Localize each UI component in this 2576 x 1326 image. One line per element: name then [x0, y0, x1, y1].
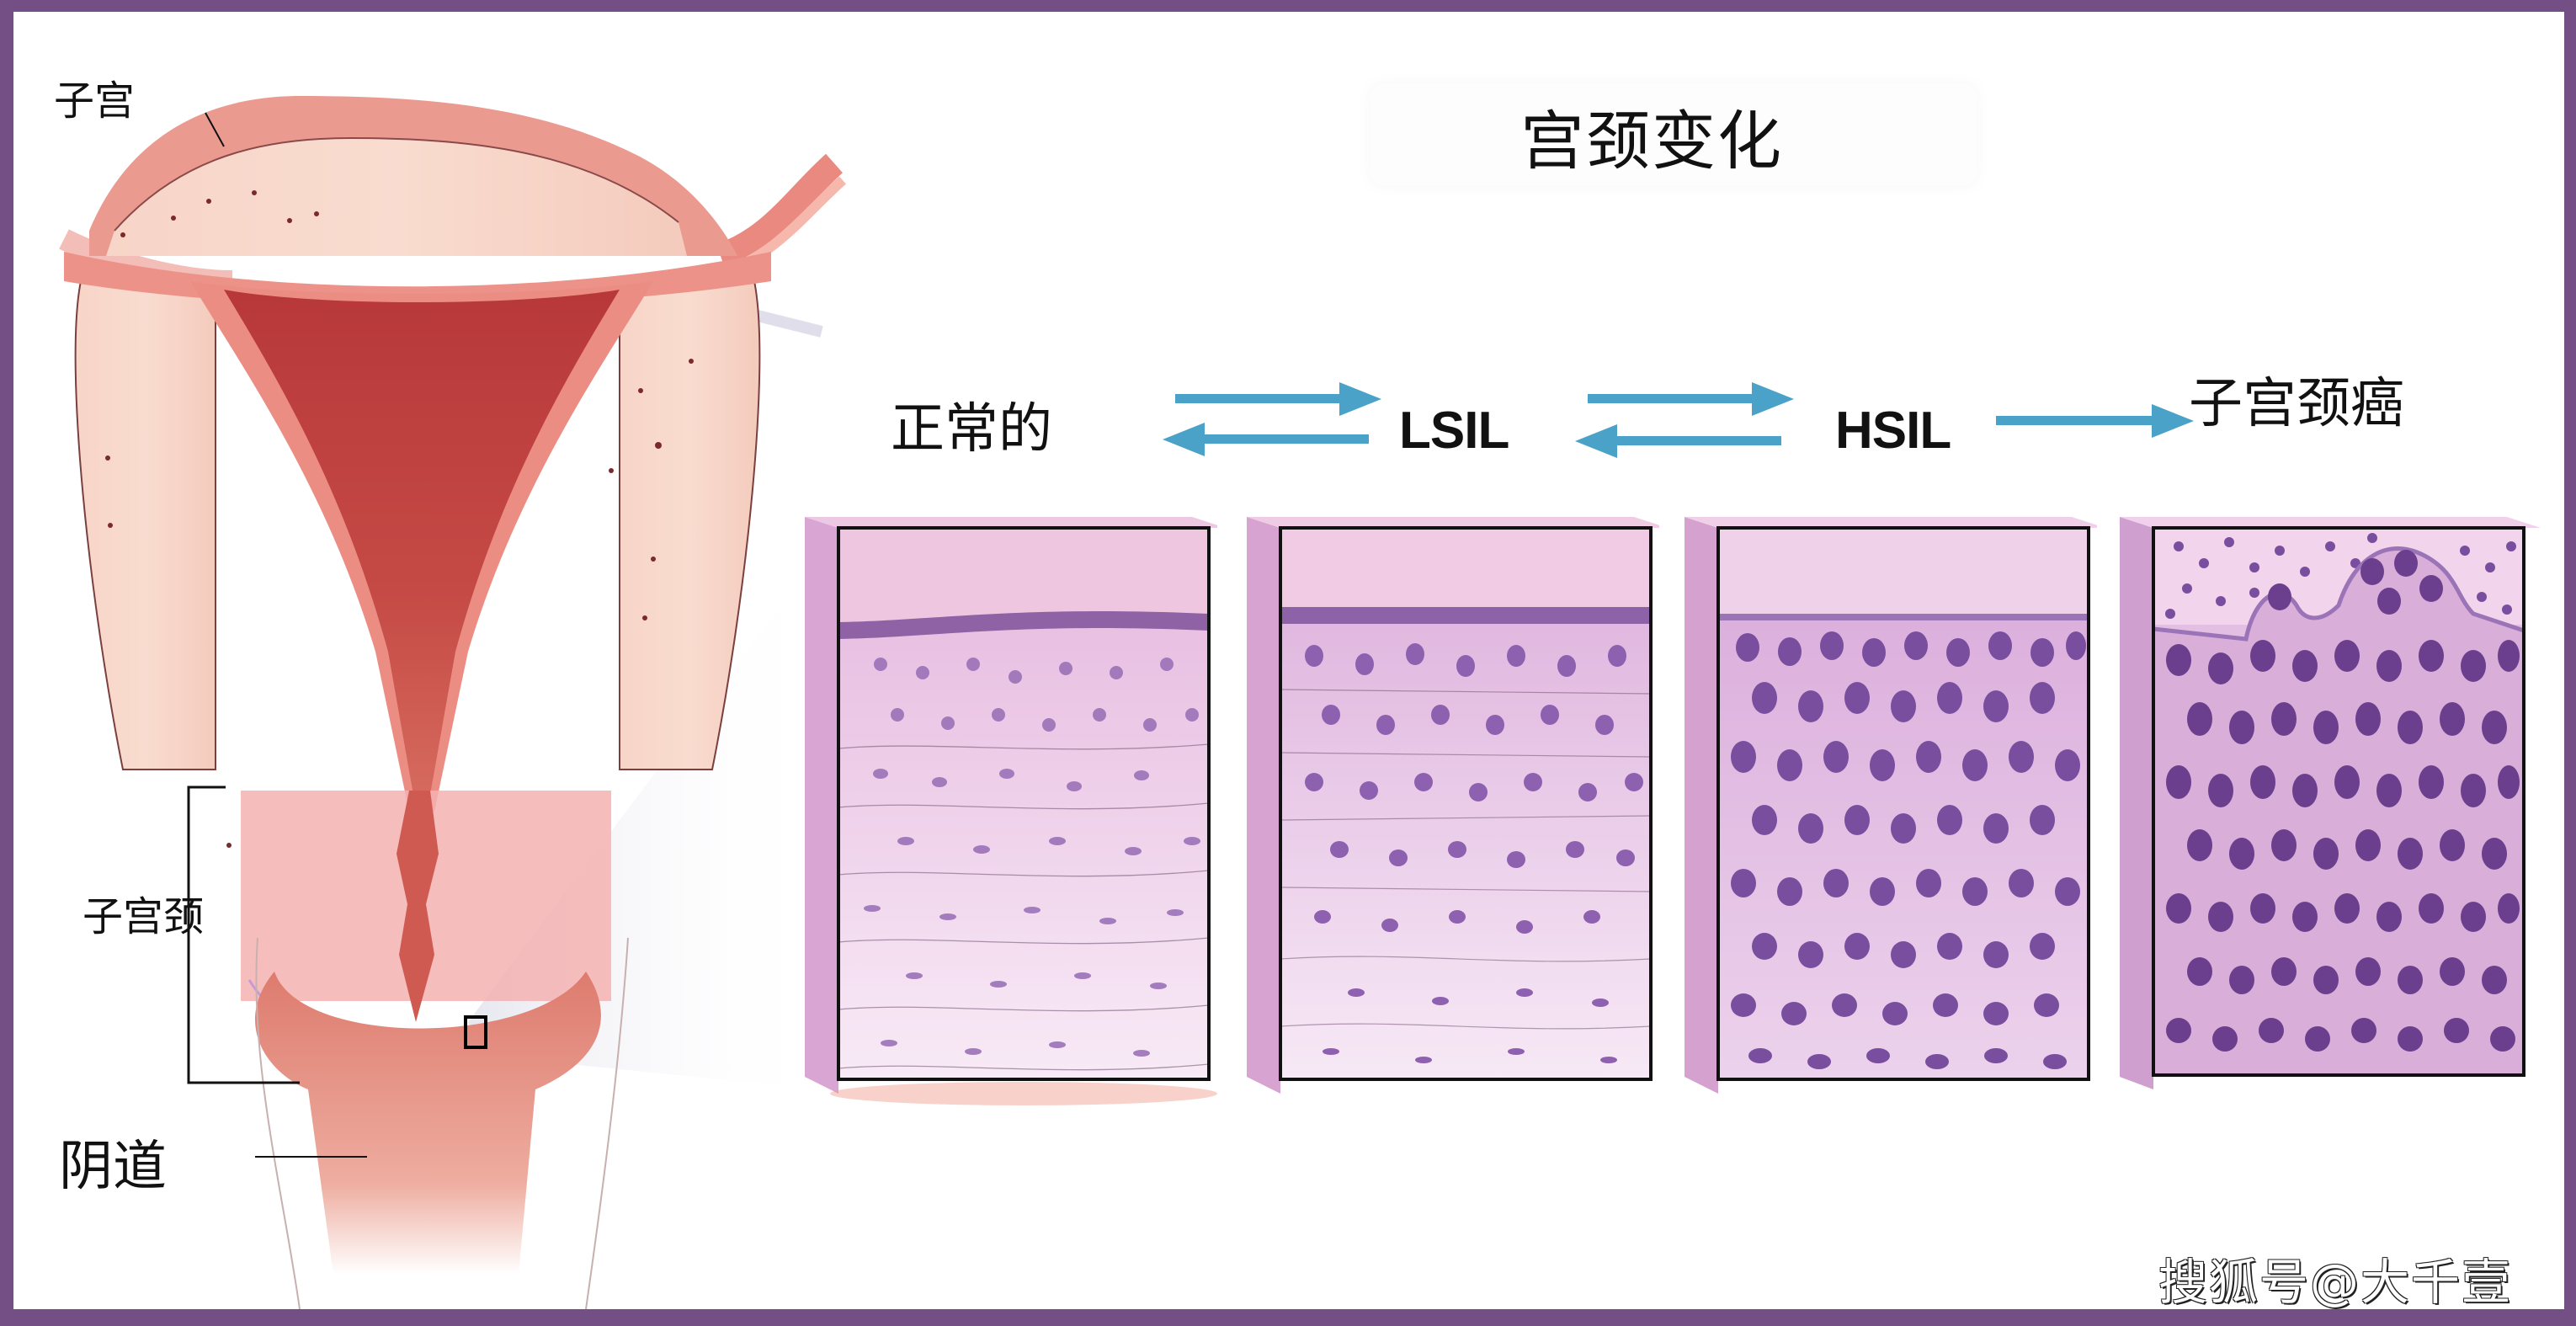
uterus-label: 子宫: [54, 77, 136, 125]
tissue-panel-normal: [805, 504, 1217, 1110]
arrow-left-icon: [1575, 424, 1781, 458]
tissue-panel-hsil: [1685, 504, 2097, 1110]
sample-region-marker: [464, 1015, 487, 1049]
arrow-left-icon: [1163, 423, 1369, 456]
stage-lsil-label: LSIL: [1399, 402, 1509, 460]
vagina-label: 阴道: [59, 1136, 167, 1198]
stage-cancer-label: 子宫颈癌: [2189, 373, 2404, 435]
tissue-panel-cancer: [2120, 504, 2541, 1110]
diagram-title: 宫颈变化: [1520, 104, 1783, 178]
arrow-right-icon: [1588, 382, 1794, 416]
tissue-panel-lsil: [1247, 504, 1659, 1110]
diagram-canvas: 子宫 子宫颈 阴道 宫颈变化 正常的 LSIL HSIL 子宫颈癌: [13, 12, 2564, 1309]
stage-normal-label: 正常的: [891, 398, 1052, 461]
watermark: 搜狐号@大千壹: [2158, 1254, 2513, 1309]
cervix-label: 子宫颈: [82, 893, 205, 940]
arrow-right-icon: [1996, 404, 2194, 438]
title-box: [1370, 84, 1977, 185]
stage-hsil-label: HSIL: [1835, 402, 1951, 460]
arrow-right-icon: [1175, 382, 1381, 416]
progression-arrows: [1163, 382, 2194, 458]
uterus-anatomy-illustration: [59, 96, 846, 1309]
